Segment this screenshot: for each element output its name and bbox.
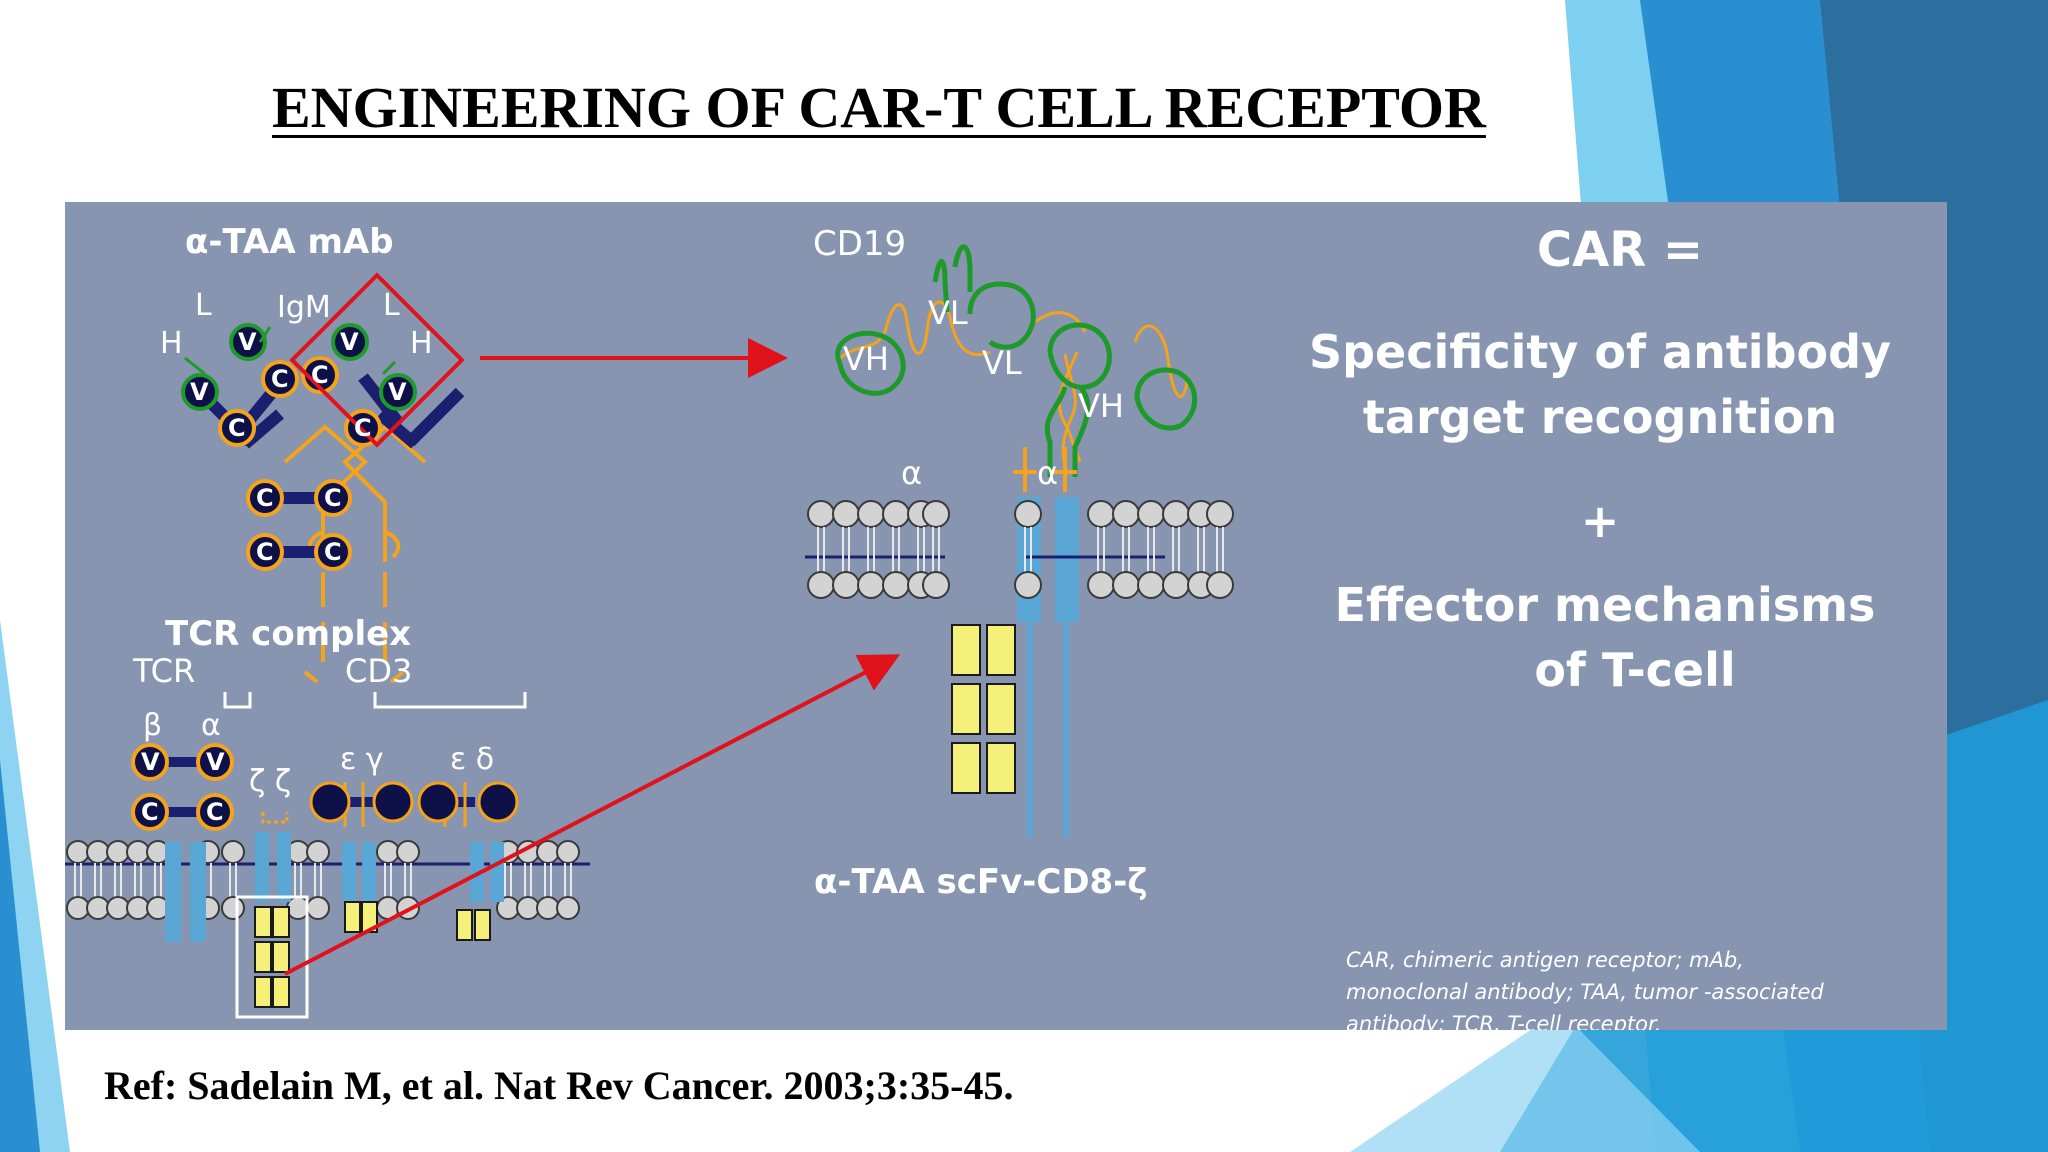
car-definition-heading: CAR =	[1536, 222, 1704, 278]
igm-label: IgM	[277, 290, 331, 325]
car-definition-line2: target recognition	[1362, 390, 1838, 444]
car-construct-diagram	[805, 244, 1234, 837]
c-domain-label: C	[206, 798, 224, 826]
vh-label: VH	[843, 340, 889, 378]
c-domain-label: C	[324, 538, 342, 566]
tcr-complex-diagram	[65, 692, 590, 1019]
c-domain-label: C	[256, 538, 274, 566]
v-domain-label: V	[141, 748, 160, 776]
footnote-line: CAR, chimeric antigen receptor; mAb,	[1346, 948, 1744, 972]
zeta-chain-label: ζ ζ	[249, 764, 292, 799]
v-domain-label: V	[206, 748, 225, 776]
cd3-label: CD3	[345, 652, 413, 690]
diagonal-arrow-icon	[284, 654, 901, 976]
beta-chain-label: β	[143, 708, 163, 743]
car-definition-line4: of T-cell	[1534, 643, 1736, 697]
cd19-label: CD19	[813, 224, 907, 264]
heavy-chain-label-right: H	[410, 326, 433, 361]
c-domain-label: C	[228, 414, 246, 442]
footnote-line: monoclonal antibody; TAA, tumor -associa…	[1346, 980, 1824, 1004]
alpha-label: α	[901, 454, 923, 492]
car-construct-label: α-TAA scFv-CD8-ζ	[814, 862, 1148, 902]
reference-citation: Ref: Sadelain M, et al. Nat Rev Cancer. …	[104, 1063, 1014, 1108]
slide-title: ENGINEERING OF CAR-T CELL RECEPTOR	[272, 75, 1486, 140]
car-definition-line3: Effector mechanisms	[1334, 578, 1876, 632]
alpha-chain-label: α	[201, 708, 221, 743]
v-domain-label: V	[340, 328, 359, 356]
antibody-diagram	[181, 323, 465, 684]
alpha-label: α	[1037, 454, 1059, 492]
c-domain-label: C	[141, 798, 159, 826]
v-domain-label: V	[388, 378, 407, 406]
c-domain-label: C	[271, 365, 289, 393]
v-domain-label: V	[190, 378, 209, 406]
antibody-title: α-TAA mAb	[185, 222, 394, 262]
epsilon-delta-label: ε δ	[450, 742, 495, 777]
figure-footnote: CAR, chimeric antigen receptor; mAb, mon…	[1346, 944, 1906, 1030]
car-definition-plus: +	[1580, 494, 1620, 548]
c-domain-label: C	[324, 484, 342, 512]
heavy-chain-label-left: H	[160, 326, 183, 361]
tcr-complex-title: TCR complex	[165, 614, 412, 654]
vh-label: VH	[1078, 387, 1124, 425]
itam-highlight-box	[235, 895, 309, 1019]
c-domain-label: C	[311, 361, 329, 389]
v-domain-label: V	[238, 328, 257, 356]
car-definition-line1: Specificity of antibody	[1308, 325, 1892, 379]
c-domain-label: C	[354, 414, 372, 442]
c-domain-label: C	[256, 484, 274, 512]
tcr-label: TCR	[133, 652, 196, 690]
highlight-box-icon	[289, 272, 465, 448]
figure-graphics	[65, 244, 1234, 1019]
footnote-line: antibody; TCR, T-cell receptor.	[1346, 1012, 1662, 1030]
epsilon-gamma-label: ε γ	[340, 742, 384, 777]
vl-label: VL	[982, 344, 1022, 382]
light-chain-label-left: L	[195, 288, 212, 323]
light-chain-label-right: L	[383, 288, 400, 323]
car-t-figure: α-TAA mAb IgM H L L H V V V V C C C C C …	[65, 202, 1947, 1030]
vl-label: VL	[928, 294, 968, 332]
